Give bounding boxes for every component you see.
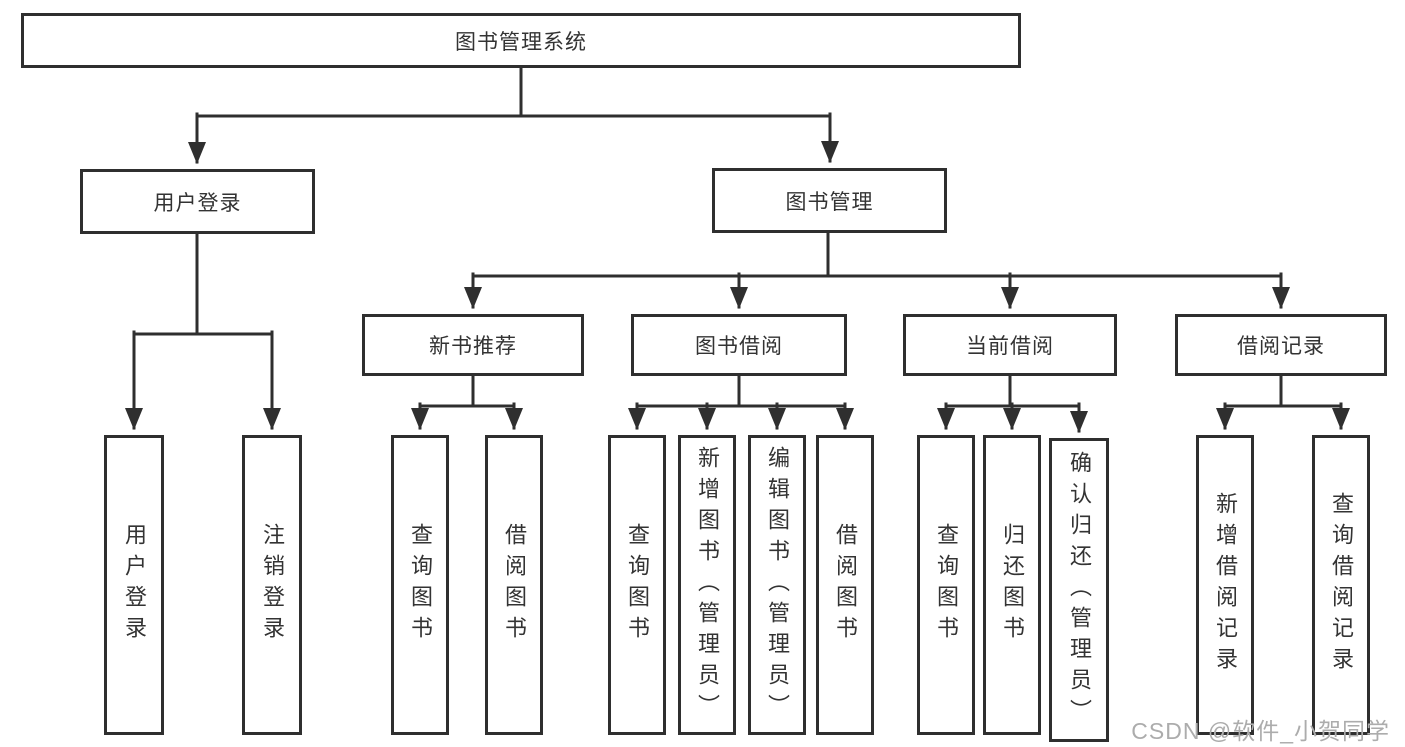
- node-book-borrow: 图书借阅: [631, 314, 847, 376]
- leaf-borrow-book-2: 借阅图书: [816, 435, 874, 735]
- leaf-return-book: 归还图书: [983, 435, 1041, 735]
- leaf-borrow-book-1: 借阅图书: [485, 435, 543, 735]
- leaf-query-book-3: 查询图书: [917, 435, 975, 735]
- leaf-query-borrow-record: 查询借阅记录: [1312, 435, 1370, 735]
- leaf-logout: 注销登录: [242, 435, 302, 735]
- node-current-borrow-label: 当前借阅: [966, 335, 1054, 358]
- node-new-book-recommend: 新书推荐: [362, 314, 584, 376]
- node-current-borrow: 当前借阅: [903, 314, 1117, 376]
- leaf-query-book-3-label: 查询图书: [934, 523, 959, 647]
- leaf-query-book-1: 查询图书: [391, 435, 449, 735]
- node-book-borrow-label: 图书借阅: [695, 335, 783, 358]
- node-book-management: 图书管理: [712, 168, 947, 233]
- leaf-user-login: 用户登录: [104, 435, 164, 735]
- leaf-confirm-return-admin: 确认归还（管理员）: [1049, 438, 1109, 742]
- leaf-edit-book-admin-label: 编辑图书（管理员）: [765, 445, 790, 725]
- leaf-borrow-book-2-label: 借阅图书: [833, 523, 858, 647]
- leaf-query-borrow-record-label: 查询借阅记录: [1329, 492, 1354, 678]
- node-borrow-records-label: 借阅记录: [1237, 335, 1325, 358]
- leaf-logout-label: 注销登录: [260, 523, 285, 647]
- leaf-edit-book-admin: 编辑图书（管理员）: [748, 435, 806, 735]
- leaf-confirm-return-admin-label: 确认归还（管理员）: [1067, 450, 1092, 730]
- node-root-label: 图书管理系统: [455, 30, 587, 54]
- node-root: 图书管理系统: [21, 13, 1021, 68]
- leaf-query-book-2-label: 查询图书: [625, 523, 650, 647]
- leaf-return-book-label: 归还图书: [1000, 523, 1025, 647]
- node-user-login-label: 用户登录: [153, 191, 242, 215]
- leaf-add-book-admin: 新增图书（管理员）: [678, 435, 736, 735]
- leaf-add-book-admin-label: 新增图书（管理员）: [695, 445, 720, 725]
- csdn-watermark: CSDN @软件_小贺同学: [1131, 718, 1390, 744]
- node-user-login: 用户登录: [80, 169, 315, 234]
- leaf-borrow-book-1-label: 借阅图书: [502, 523, 527, 647]
- node-borrow-records: 借阅记录: [1175, 314, 1387, 376]
- leaf-add-borrow-record-label: 新增借阅记录: [1213, 492, 1238, 678]
- leaf-query-book-1-label: 查询图书: [408, 523, 433, 647]
- node-new-book-recommend-label: 新书推荐: [429, 335, 517, 358]
- leaf-user-login-label: 用户登录: [122, 523, 147, 647]
- leaf-add-borrow-record: 新增借阅记录: [1196, 435, 1254, 735]
- leaf-query-book-2: 查询图书: [608, 435, 666, 735]
- node-book-management-label: 图书管理: [785, 190, 874, 214]
